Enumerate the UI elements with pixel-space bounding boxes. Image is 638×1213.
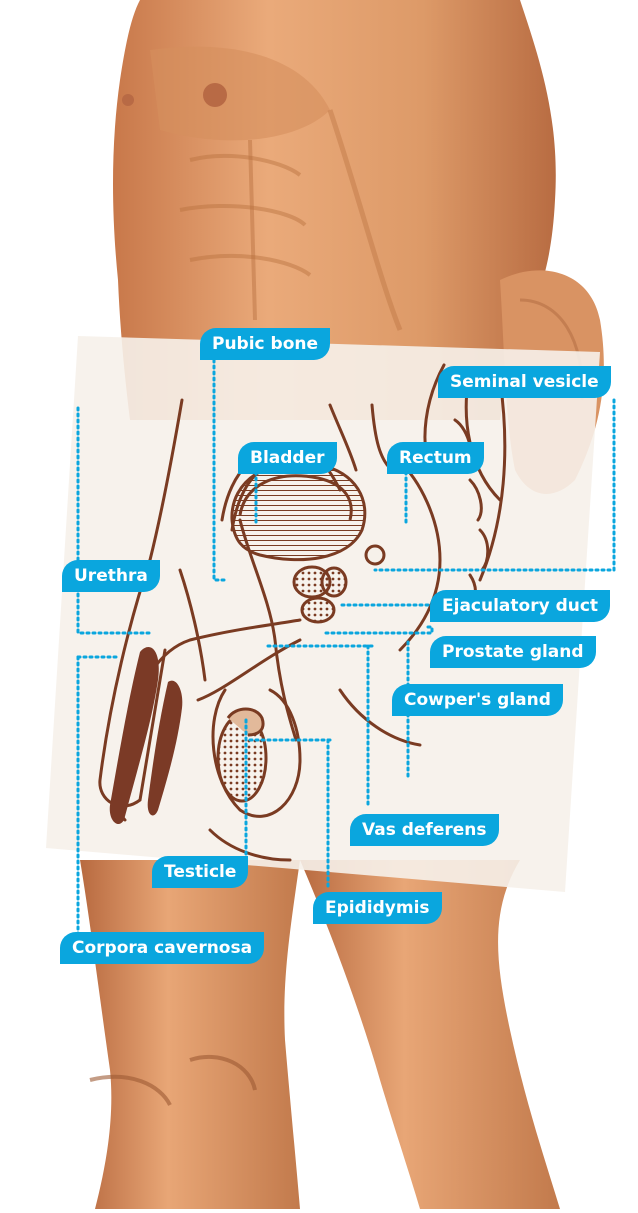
label-seminal-vesicle: Seminal vesicle bbox=[438, 366, 611, 398]
label-vas-deferens: Vas deferens bbox=[350, 814, 499, 846]
label-ejaculatory-duct: Ejaculatory duct bbox=[430, 590, 610, 622]
label-corpora-cavernosa: Corpora cavernosa bbox=[60, 932, 264, 964]
label-cowpers-gland: Cowper's gland bbox=[392, 684, 563, 716]
label-urethra: Urethra bbox=[62, 560, 160, 592]
label-rectum: Rectum bbox=[387, 442, 484, 474]
label-pubic-bone: Pubic bone bbox=[200, 328, 330, 360]
label-epididymis: Epididymis bbox=[313, 892, 442, 924]
label-prostate-gland: Prostate gland bbox=[430, 636, 596, 668]
label-bladder: Bladder bbox=[238, 442, 337, 474]
label-testicle: Testicle bbox=[152, 856, 248, 888]
